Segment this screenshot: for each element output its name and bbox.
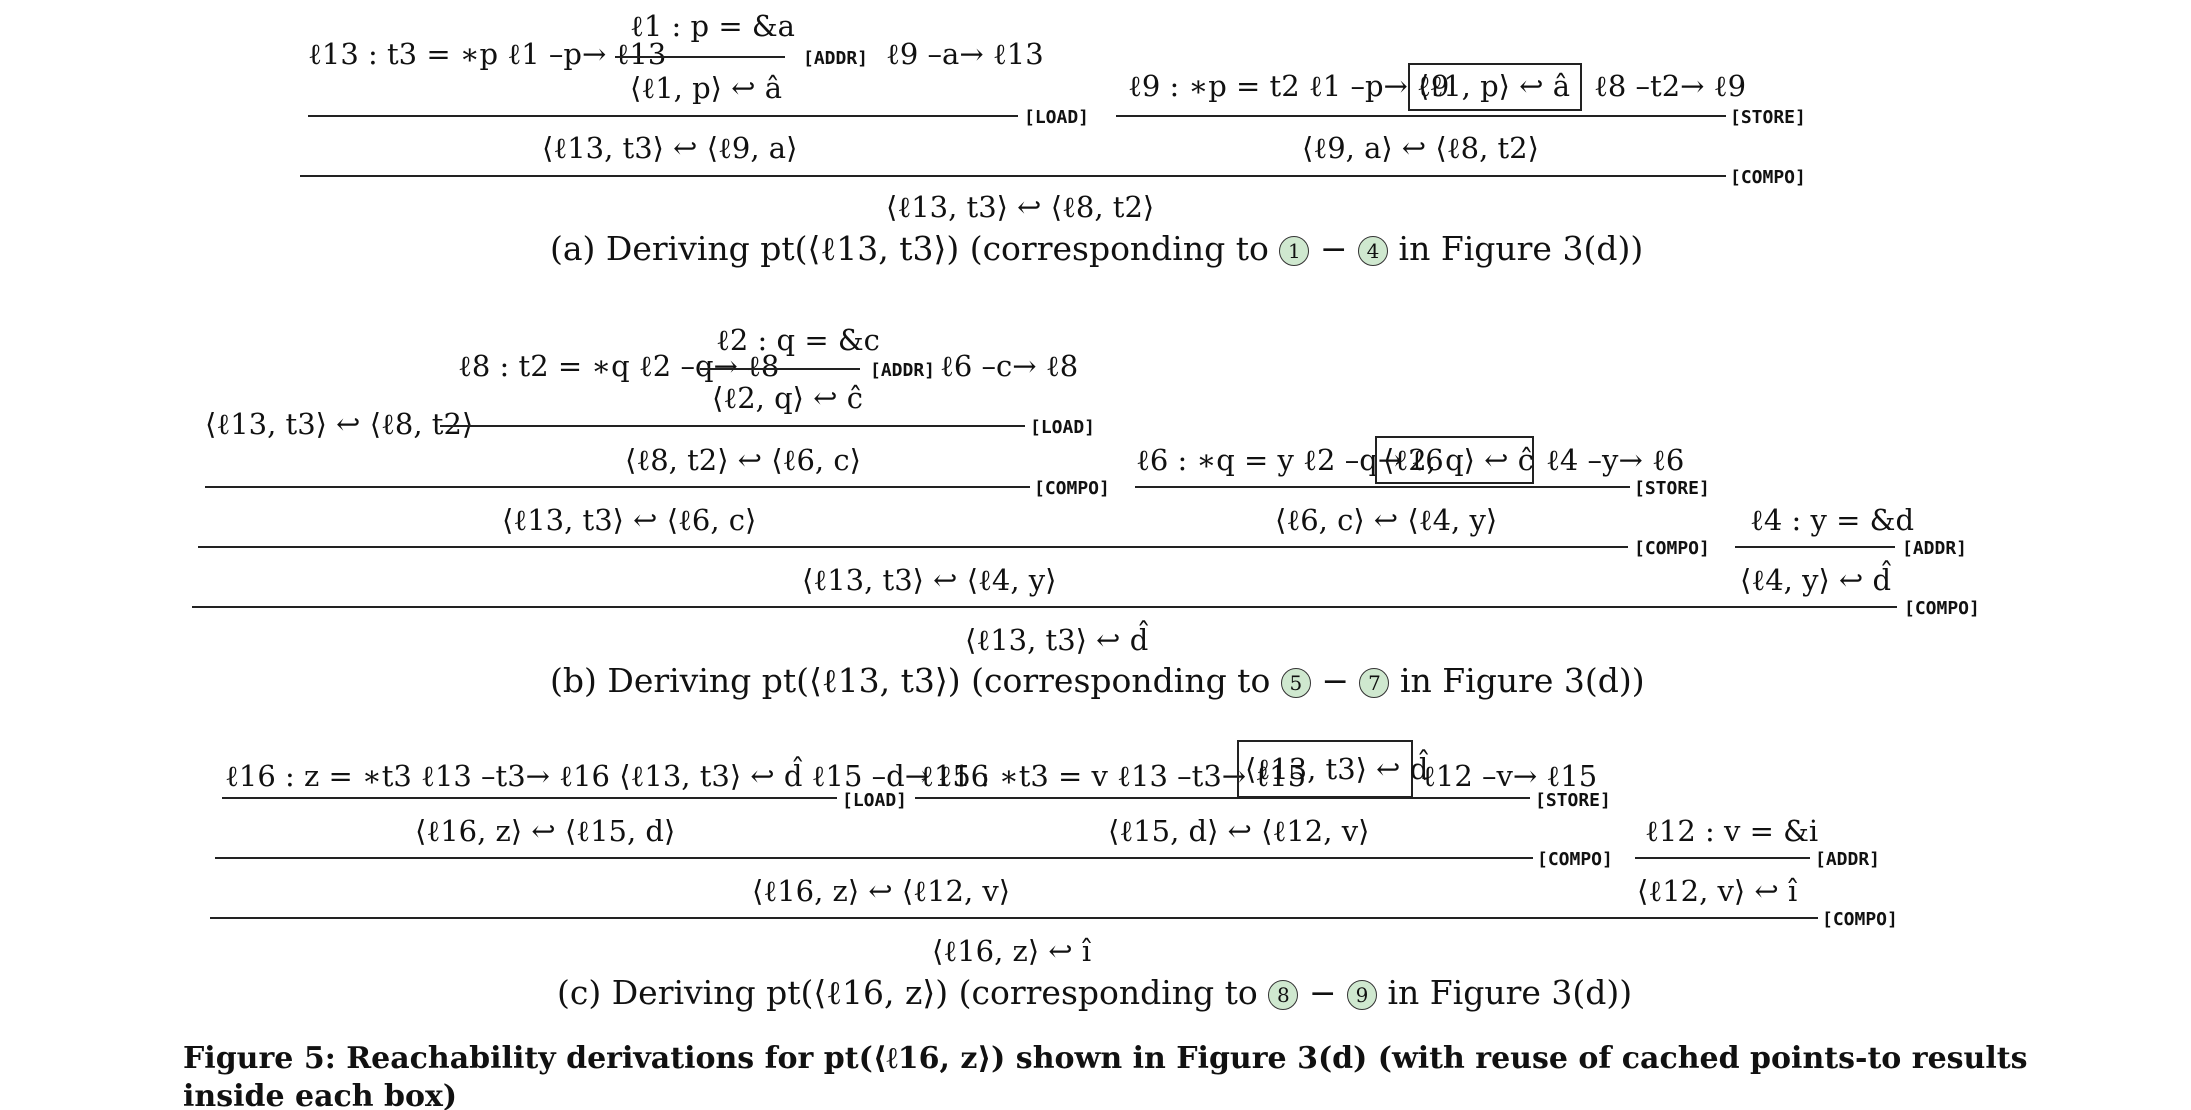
step-circle-7: 7 bbox=[1359, 668, 1390, 698]
a-store-conclusion: ⟨ℓ9, a⟩ ↩ ⟨ℓ8, t2⟩ bbox=[1302, 131, 1539, 165]
b-addr2-rule-line bbox=[1735, 546, 1895, 548]
b-store-rule-label: [STORE] bbox=[1634, 478, 1710, 499]
a-load-premise-flow: ℓ9 –a→ ℓ13 bbox=[886, 37, 1044, 71]
b-store-boxed-premise: ⟨ℓ2, q⟩ ↩ ĉ bbox=[1383, 443, 1534, 477]
b-store-premise-stmt: ℓ6 : ∗q = y ℓ2 –q→ ℓ6 bbox=[1136, 443, 1444, 477]
c-store-premise-flow: ℓ12 –v→ ℓ15 bbox=[1422, 759, 1598, 793]
a-store-rule-line bbox=[1116, 115, 1726, 117]
c-addr-premise: ℓ12 : v = &i bbox=[1645, 814, 1819, 848]
b-compo1-rule-label: [COMPO] bbox=[1034, 478, 1110, 499]
a-store-boxed-premise: ⟨ℓ1, p⟩ ↩ â bbox=[1418, 69, 1570, 103]
c-compo2-rule-line bbox=[210, 917, 1818, 919]
b-load-premise-flow: ℓ6 –c→ ℓ8 bbox=[940, 349, 1079, 383]
b-compo2-rule-line bbox=[198, 546, 1628, 548]
b-cached-result-box bbox=[1375, 436, 1534, 484]
c-final-conclusion: ⟨ℓ16, z⟩ ↩ î bbox=[932, 934, 1092, 968]
a-store-rule-label: [STORE] bbox=[1730, 107, 1806, 128]
a-addr-rule-label: [ADDR] bbox=[803, 48, 869, 69]
c-compo2-rule-label: [COMPO] bbox=[1822, 909, 1898, 930]
b-store-rule-line bbox=[1135, 486, 1630, 488]
c-compo1-rule-line bbox=[215, 857, 1533, 859]
b-compo1-conclusion: ⟨ℓ13, t3⟩ ↩ ⟨ℓ6, c⟩ bbox=[502, 503, 757, 537]
b-compo1-left-premise: ⟨ℓ13, t3⟩ ↩ ⟨ℓ8, t2⟩ bbox=[205, 407, 474, 441]
b-addr-conclusion: ⟨ℓ2, q⟩ ↩ ĉ bbox=[712, 381, 863, 415]
b-compo2-conclusion: ⟨ℓ13, t3⟩ ↩ ⟨ℓ4, y⟩ bbox=[802, 563, 1057, 597]
b-compo3-rule-label: [COMPO] bbox=[1904, 598, 1980, 619]
b-final-conclusion: ⟨ℓ13, t3⟩ ↩ d̂ bbox=[965, 623, 1149, 657]
step-circle-5: 5 bbox=[1280, 668, 1311, 698]
a-addr-rule-line bbox=[615, 56, 785, 58]
c-compo1-rule-label: [COMPO] bbox=[1537, 849, 1613, 870]
figure-caption-line-1: Figure 5: Reachability derivations for p… bbox=[183, 1041, 2028, 1076]
c-store-premise-stmt: ℓ15 : ∗t3 = v ℓ13 –t3→ ℓ15 bbox=[920, 759, 1307, 793]
b-load-conclusion: ⟨ℓ8, t2⟩ ↩ ⟨ℓ6, c⟩ bbox=[625, 443, 861, 477]
c-load-conclusion: ⟨ℓ16, z⟩ ↩ ⟨ℓ15, d⟩ bbox=[415, 814, 676, 848]
c-store-conclusion: ⟨ℓ15, d⟩ ↩ ⟨ℓ12, v⟩ bbox=[1108, 814, 1370, 848]
c-load-rule-label: [LOAD] bbox=[842, 790, 908, 811]
step-circle-9: 9 bbox=[1346, 980, 1377, 1010]
c-addr-rule-label: [ADDR] bbox=[1815, 849, 1881, 870]
a-final-conclusion: ⟨ℓ13, t3⟩ ↩ ⟨ℓ8, t2⟩ bbox=[886, 190, 1155, 224]
b-addr2-premise: ℓ4 : y = &d bbox=[1750, 503, 1915, 537]
c-store-rule-line bbox=[915, 797, 1530, 799]
a-load-rule-label: [LOAD] bbox=[1024, 107, 1090, 128]
b-load-premise-stmt: ℓ8 : t2 = ∗q ℓ2 –q→ ℓ8 bbox=[458, 349, 780, 383]
b-addr2-rule-label: [ADDR] bbox=[1902, 538, 1968, 559]
a-load-conclusion: ⟨ℓ13, t3⟩ ↩ ⟨ℓ9, a⟩ bbox=[542, 131, 798, 165]
b-compo3-rule-line bbox=[192, 606, 1897, 608]
a-load-rule-line bbox=[308, 115, 1018, 117]
a-compo-rule-line bbox=[300, 175, 1726, 177]
b-addr-rule-line bbox=[700, 368, 860, 370]
a-compo-rule-label: [COMPO] bbox=[1730, 167, 1806, 188]
b-compo1-rule-line bbox=[205, 486, 1030, 488]
c-compo1-conclusion: ⟨ℓ16, z⟩ ↩ ⟨ℓ12, v⟩ bbox=[752, 874, 1011, 908]
c-store-rule-label: [STORE] bbox=[1535, 790, 1611, 811]
a-store-premise-flow: ℓ8 –t2→ ℓ9 bbox=[1594, 69, 1747, 103]
c-store-boxed-premise: ⟨ℓ13, t3⟩ ↩ d̂ bbox=[1245, 752, 1429, 786]
a-cached-result-box bbox=[1408, 63, 1582, 111]
c-load-premise: ℓ16 : z = ∗t3 ℓ13 –t3→ ℓ16 ⟨ℓ13, t3⟩ ↩ d… bbox=[225, 759, 990, 793]
c-load-rule-line bbox=[222, 797, 837, 799]
b-addr2-conclusion: ⟨ℓ4, y⟩ ↩ d̂ bbox=[1740, 563, 1892, 597]
b-addr-rule-label: [ADDR] bbox=[870, 360, 936, 381]
step-circle-1: 1 bbox=[1279, 236, 1310, 266]
step-circle-8: 8 bbox=[1268, 980, 1299, 1010]
a-addr-conclusion: ⟨ℓ1, p⟩ ↩ â bbox=[630, 71, 782, 105]
a-addr-premise: ℓ1 : p = &a bbox=[630, 9, 795, 43]
c-addr-conclusion: ⟨ℓ12, v⟩ ↩ î bbox=[1637, 874, 1798, 908]
c-caption: (c) Deriving pt(⟨ℓ16, z⟩) (corresponding… bbox=[557, 973, 1633, 1012]
b-load-rule-line bbox=[440, 425, 1025, 427]
b-addr-premise: ℓ2 : q = &c bbox=[716, 323, 880, 357]
b-store-conclusion: ⟨ℓ6, c⟩ ↩ ⟨ℓ4, y⟩ bbox=[1275, 503, 1498, 537]
step-circle-4: 4 bbox=[1358, 236, 1389, 266]
a-caption: (a) Deriving pt(⟨ℓ13, t3⟩) (correspondin… bbox=[550, 229, 1644, 268]
b-store-premise-flow: ℓ4 –y→ ℓ6 bbox=[1546, 443, 1685, 477]
a-store-premise-stmt: ℓ9 : ∗p = t2 ℓ1 –p→ ℓ9 bbox=[1128, 69, 1450, 103]
figure-caption-line-2: inside each box) bbox=[183, 1079, 458, 1110]
b-load-rule-label: [LOAD] bbox=[1030, 417, 1096, 438]
b-caption: (b) Deriving pt(⟨ℓ13, t3⟩) (correspondin… bbox=[550, 661, 1645, 700]
b-compo2-rule-label: [COMPO] bbox=[1634, 538, 1710, 559]
a-load-premise-stmt: ℓ13 : t3 = ∗p ℓ1 –p→ ℓ13 bbox=[308, 37, 667, 71]
c-addr-rule-line bbox=[1635, 857, 1810, 859]
